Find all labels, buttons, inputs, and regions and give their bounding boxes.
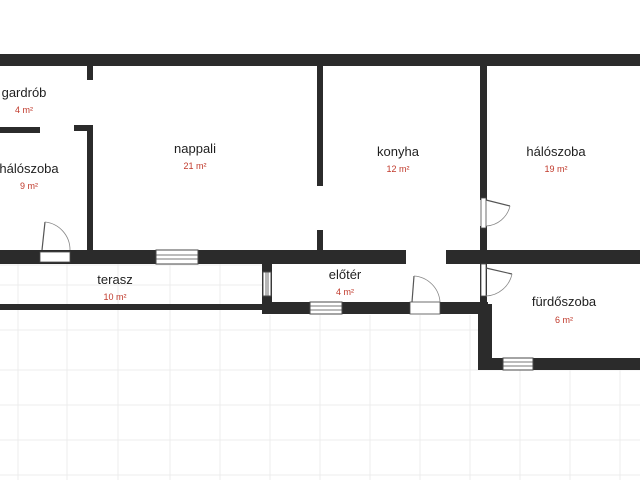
window-furdoszoba	[502, 357, 534, 371]
wall-nappali-konyha-lower	[317, 230, 323, 250]
room-name-nappali: nappali	[174, 141, 216, 156]
wall-gardrob-bottom-right	[74, 125, 92, 131]
room-furdoszoba: fürdőszoba 6 m²	[532, 294, 597, 325]
wall-eloter-bottom	[262, 302, 488, 314]
room-nappali: nappali 21 m²	[174, 141, 216, 171]
room-name-gardrob: gardrób	[2, 85, 47, 100]
wall-konyha-haloszoba-lower	[480, 226, 487, 252]
room-area-terasz: 10 m²	[103, 292, 126, 302]
wall-furdoszoba-left	[478, 304, 492, 370]
room-eloter: előtér 4 m²	[329, 267, 362, 297]
room-terasz: terasz 10 m²	[97, 272, 132, 302]
room-area-haloszoba-right: 19 m²	[544, 164, 567, 174]
room-haloszoba-right: hálószoba 19 m²	[526, 144, 586, 174]
wall-gardrob-stub	[87, 66, 93, 80]
background-grid	[0, 260, 640, 480]
room-name-haloszoba-right: hálószoba	[526, 144, 586, 159]
room-name-konyha: konyha	[377, 144, 420, 159]
room-area-furdoszoba: 6 m²	[555, 315, 573, 325]
room-area-nappali: 21 m²	[183, 161, 206, 171]
doors	[39, 197, 513, 315]
wall-furdoszoba-bottom	[478, 358, 640, 370]
room-area-eloter: 4 m²	[336, 287, 354, 297]
room-labels: gardrób 4 m² hálószoba 9 m² nappali 21 m…	[0, 85, 597, 325]
room-name-eloter: előtér	[329, 267, 362, 282]
wall-gardrob-bottom-left	[0, 127, 40, 133]
door-furdoszoba	[480, 263, 513, 297]
wall-left-inner-vertical	[87, 125, 93, 250]
room-gardrob: gardrób 4 m²	[2, 85, 47, 115]
door-haloszoba-left	[39, 221, 71, 263]
door-eloter	[409, 275, 441, 315]
wall-konyha-haloszoba	[480, 66, 487, 200]
room-name-haloszoba-left: hálószoba	[0, 161, 59, 176]
wall-nappali-konyha-upper	[317, 66, 323, 186]
room-konyha: konyha 12 m²	[377, 144, 420, 174]
wall-middle-horizontal-1	[0, 250, 406, 264]
window-nappali	[155, 249, 199, 265]
wall-middle-horizontal-2	[446, 250, 640, 264]
wall-top	[0, 54, 640, 66]
room-name-furdoszoba: fürdőszoba	[532, 294, 597, 309]
room-name-terasz: terasz	[97, 272, 132, 287]
window-eloter-bottom	[309, 301, 343, 315]
window-eloter-left	[262, 271, 272, 297]
room-haloszoba-left: hálószoba 9 m²	[0, 161, 59, 191]
wall-terasz-bottom	[0, 304, 262, 310]
door-haloszoba-right	[480, 197, 511, 229]
room-area-konyha: 12 m²	[386, 164, 409, 174]
windows	[155, 249, 534, 371]
room-area-gardrob: 4 m²	[15, 105, 33, 115]
room-area-haloszoba-left: 9 m²	[20, 181, 38, 191]
